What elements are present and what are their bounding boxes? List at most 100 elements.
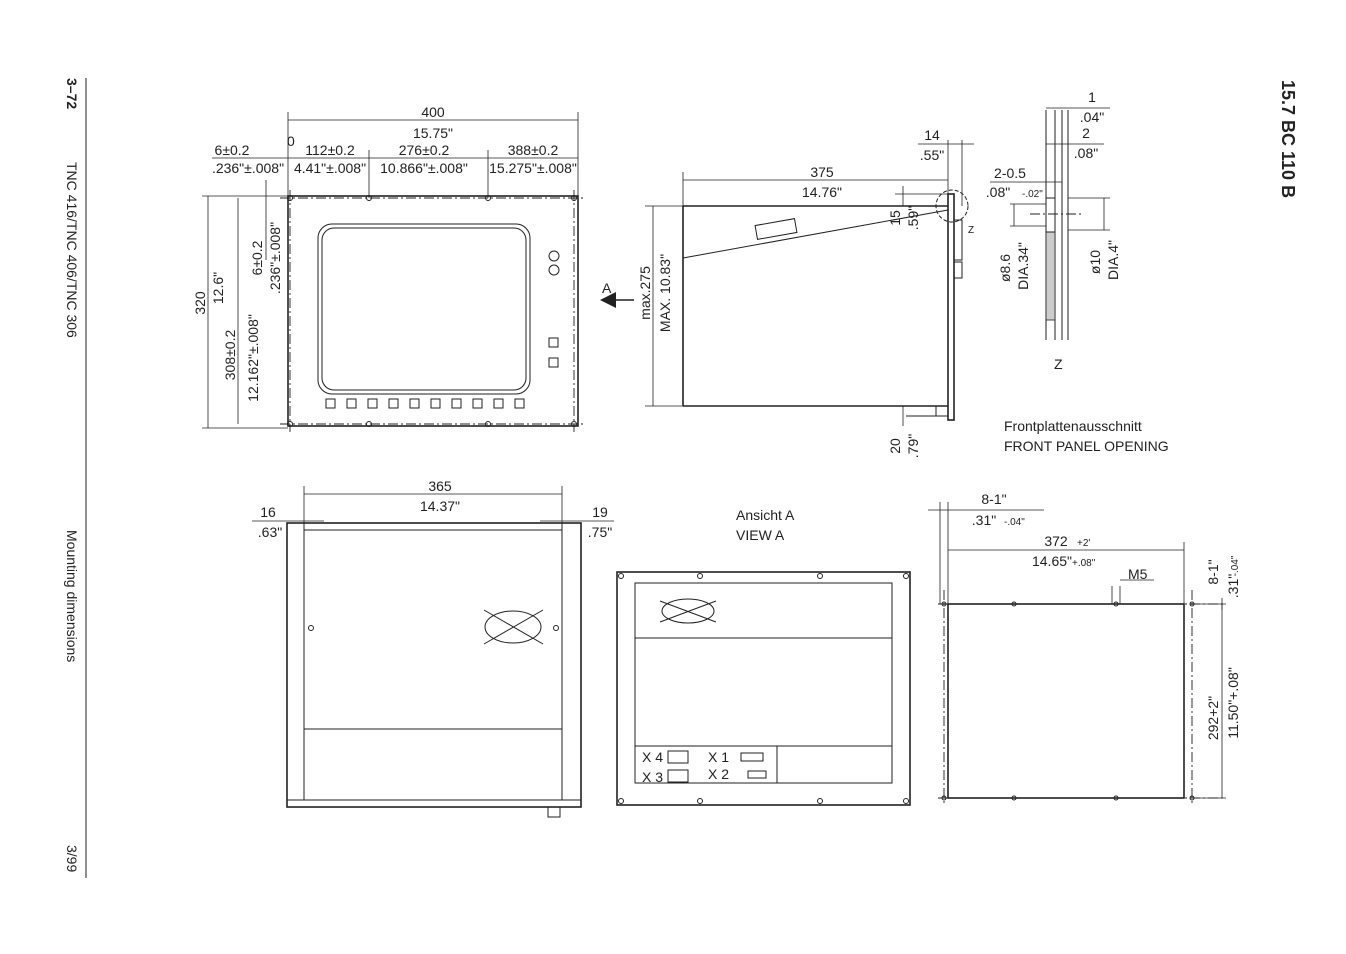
front-voff-mm: 6±0.2 — [249, 240, 265, 275]
side-panel-mm: 14 — [924, 127, 940, 143]
detail-panel-section — [1045, 231, 1056, 321]
top-width-in: 14.37" — [420, 498, 460, 514]
softkey — [451, 398, 462, 409]
front-h3-in: 15.275"±.008" — [489, 160, 577, 176]
view-a-arrow — [600, 292, 616, 308]
front-view: 400 15.75" 0 6±0.2 .236"±.008" 112±0.2 4… — [192, 104, 584, 432]
view-a-title-en: VIEW A — [736, 527, 785, 543]
side-depth-in: 14.76" — [802, 184, 842, 200]
opening-vedge-in: .31" — [1225, 574, 1241, 598]
softkey — [514, 398, 525, 409]
detail-d3-in: .08" — [986, 184, 1010, 200]
side-arrow-label: A — [602, 280, 612, 296]
side-key-upper — [548, 337, 559, 348]
front-height-in: 12.6" — [210, 272, 226, 304]
softkey — [325, 398, 336, 409]
opening-edge-in: .31" — [972, 512, 996, 528]
view-a-fan-symbol — [659, 598, 717, 624]
side-depth-mm: 375 — [810, 164, 834, 180]
screen-bezel — [317, 223, 531, 395]
front-h1-mm: 112±0.2 — [305, 142, 355, 158]
detail-dia1-mm: ø8.6 — [997, 254, 1013, 282]
front-vhole-in: 12.162"±.008" — [245, 314, 261, 402]
side-view: A Z 375 14.76" 14 .55" max.275 MAX. 10.8… — [600, 127, 974, 458]
side-bottom-mm: 20 — [887, 438, 903, 454]
screen — [321, 227, 527, 391]
side-key-lower — [548, 357, 559, 368]
detail-dia2-mm: ø10 — [1087, 250, 1103, 274]
front-height-mm: 320 — [192, 291, 208, 315]
front-h1-in: 4.41"±.008" — [294, 160, 366, 176]
side-height-mm: max.275 — [637, 266, 653, 320]
opening-vedge-mm: 8-1" — [1205, 559, 1221, 584]
top-width-mm: 365 — [428, 478, 452, 494]
detail-dia1-in: DIA.34" — [1015, 242, 1031, 290]
front-panel-outline — [287, 195, 579, 427]
detail-z-circle — [935, 189, 969, 223]
side-panel-in: .55" — [920, 147, 944, 163]
softkey — [409, 398, 420, 409]
top-view: 365 14.37" 16 .63" 19 .75" — [252, 478, 614, 818]
top-right-mm: 19 — [592, 504, 608, 520]
detail-dia2-in: DIA.4" — [1105, 240, 1121, 280]
side-top-mm: 15 — [887, 210, 903, 226]
front-panel-caption-en: FRONT PANEL OPENING — [1004, 438, 1169, 454]
front-width-mm: 400 — [421, 104, 445, 120]
front-h2-mm: 276±0.2 — [399, 142, 450, 158]
panel-opening-outline — [947, 603, 1185, 799]
opening-width-mm-tol: +2' — [1077, 538, 1090, 549]
detail-d1-in: .04" — [1080, 109, 1104, 125]
front-width-in: 15.75" — [413, 125, 453, 141]
detail-d2-in: .08" — [1074, 145, 1098, 161]
front-off1-mm: 6±0.2 — [215, 142, 250, 158]
detail-d3-in-tol: -.02" — [1022, 189, 1043, 200]
opening-edge-in-tol: -.04" — [1004, 517, 1025, 528]
top-left-mm: 16 — [260, 504, 276, 520]
softkey-row — [325, 398, 525, 409]
side-detail-marker: Z — [968, 225, 974, 236]
detail-d1-mm: 1 — [1088, 89, 1096, 105]
knob-right — [548, 264, 560, 276]
detail-d3-mm: 2-0.5 — [994, 165, 1026, 181]
opening-width-in-tol: +.08" — [1072, 558, 1096, 569]
side-height-in: MAX. 10.83" — [657, 254, 673, 332]
detail-label: Z — [1054, 356, 1063, 372]
front-h2-in: 10.866"±.008" — [380, 160, 468, 176]
top-right-in: .75" — [588, 524, 612, 540]
connector-x2: X 2 — [708, 766, 729, 782]
front-origin: 0 — [287, 133, 295, 149]
connector-x4: X 4 — [642, 749, 663, 765]
side-top-in: .59" — [905, 206, 921, 230]
detail-z: 1 .04" 2 .08" 2-0.5 .08" -.02" ø8.6 DIA.… — [986, 89, 1121, 372]
opening-width-in: 14.65" — [1032, 553, 1072, 569]
connector-x1: X 1 — [708, 749, 729, 765]
opening-width-mm: 372 — [1044, 533, 1068, 549]
opening-edge-mm: 8-1" — [981, 491, 1006, 507]
softkey — [346, 398, 357, 409]
view-a-outline — [616, 571, 911, 806]
opening-vedge-in-tol: -.04" — [1230, 555, 1241, 576]
top-left-in: .63" — [258, 524, 282, 540]
front-voff-in: .236"±.008" — [267, 222, 283, 294]
detail-d2-mm: 2 — [1082, 125, 1090, 141]
softkey — [388, 398, 399, 409]
softkey — [493, 398, 504, 409]
knob-left — [548, 250, 560, 262]
side-front-panel — [947, 193, 955, 421]
opening-height-in: 11.50"+.08" — [1225, 667, 1241, 739]
view-a: Ansicht A VIEW A X 4 X 3 X 1 X 2 — [616, 507, 911, 806]
softkey — [367, 398, 378, 409]
view-a-title-de: Ansicht A — [736, 507, 795, 523]
fan-symbol — [483, 609, 544, 645]
softkey — [472, 398, 483, 409]
top-outline — [286, 522, 582, 808]
softkey — [430, 398, 441, 409]
opening-height-mm: 292+2" — [1205, 696, 1221, 740]
front-h3-mm: 388±0.2 — [508, 142, 559, 158]
side-bottom-in: .79" — [905, 434, 921, 458]
front-panel-caption-de: Frontplattenausschnitt — [1004, 418, 1142, 434]
front-vhole-mm: 308±0.2 — [222, 330, 238, 381]
panel-opening-view: 8-1" .31" -.04" 372 +2' 14.65" +.08" M5 … — [928, 491, 1241, 806]
front-off1-in: .236"±.008" — [212, 160, 284, 176]
